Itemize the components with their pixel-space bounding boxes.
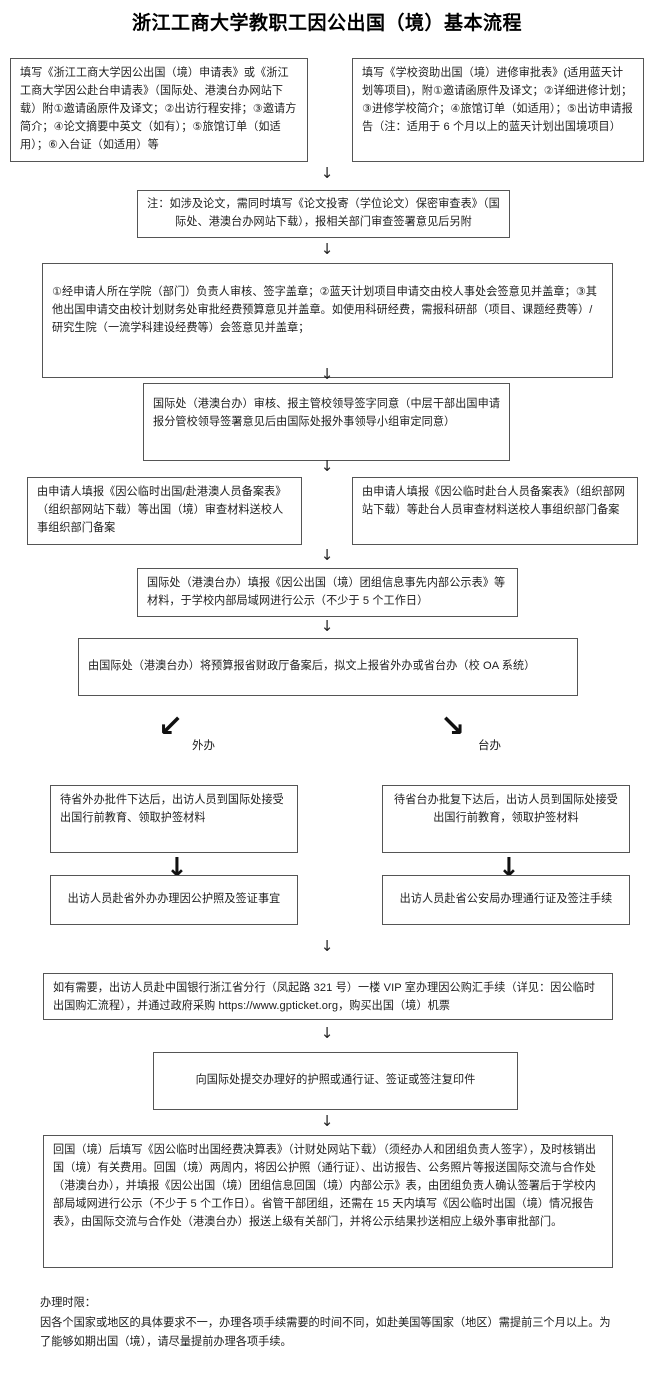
node-intl-office-review: 国际处（港澳台办）审核、报主管校领导签字同意（中层干部出国申请报分管校领导签署意…: [143, 383, 510, 461]
arrow-branch-taiban: ↘: [440, 709, 466, 744]
node-waiban-passport-text: 出访人员赴省外办办理因公护照及签证事宜: [67, 893, 281, 906]
arrow-branch-waiban: ↙: [158, 709, 184, 744]
arrow-to-post-return: ↓: [320, 1112, 334, 1130]
node-waiban-approval: 待省外办批件下达后，出访人员到国际处接受出国行前教育、领取护签材料: [50, 785, 298, 853]
arrow-to-thesis-note: ↓: [320, 164, 334, 182]
branch-label-taiban: 台办: [478, 740, 501, 752]
node-waiban-approval-text: 待省外办批件下达后，出访人员到国际处接受出国行前教育、领取护签材料: [60, 794, 284, 824]
node-thesis-note-text: 注：如涉及论文，需同时填写《论文投寄（学位论文）保密审查表》（国际处、港澳台办网…: [147, 198, 500, 228]
node-thesis-note: 注：如涉及论文，需同时填写《论文投寄（学位论文）保密审查表》（国际处、港澳台办网…: [137, 190, 510, 238]
node-college-review-text: ①经申请人所在学院（部门）负责人审核、签字盖章；②蓝天计划项目申请交由校人事处会…: [52, 286, 598, 334]
node-apply-form-funded: 填写《学校资助出国（境）进修审批表》(适用蓝天计划等项目)，附①邀请函原件及译文…: [352, 58, 644, 162]
node-taiban-permit-text: 出访人员赴省公安局办理通行证及签注手续: [399, 893, 613, 906]
node-waiban-passport: 出访人员赴省外办办理因公护照及签证事宜: [50, 875, 298, 925]
node-college-review: ①经申请人所在学院（部门）负责人审核、签字盖章；②蓝天计划项目申请交由校人事处会…: [42, 263, 613, 378]
node-apply-form-general: 填写《浙江工商大学因公出国（境）申请表》或《浙江工商大学因公赴台申请表》（国际处…: [10, 58, 308, 162]
arrow-to-internal-publicity: ↓: [320, 546, 334, 564]
footer-body: 因各个国家或地区的具体要求不一，办理各项手续需要的时间不同，如赴美国等国家（地区…: [40, 1316, 611, 1349]
footer-note: 办理时限： 因各个国家或地区的具体要求不一，办理各项手续需要的时间不同，如赴美国…: [40, 1294, 620, 1353]
node-record-hk-macau-text: 由申请人填报《因公临时出国/赴港澳人员备案表》（组织部网站下载）等出国（境）审查…: [37, 486, 287, 534]
node-taiban-approval-text: 待省台办批复下达后，出访人员到国际处接受出国行前教育，领取护签材料: [394, 794, 618, 824]
node-record-hk-macau: 由申请人填报《因公临时出国/赴港澳人员备案表》（组织部网站下载）等出国（境）审查…: [27, 477, 302, 545]
branch-label-waiban: 外办: [192, 740, 215, 752]
arrow-to-intl-office-review: ↓: [320, 365, 334, 383]
node-record-taiwan-text: 由申请人填报《因公临时赴台人员备案表》（组织部网站下载）等赴台人员审查材料送校人…: [362, 486, 626, 516]
node-apply-form-general-text: 填写《浙江工商大学因公出国（境）申请表》或《浙江工商大学因公赴台申请表》（国际处…: [20, 67, 297, 151]
node-budget-report-text: 由国际处（港澳台办）将预算报省财政厅备案后，拟文上报省外办或省台办（校 OA 系…: [88, 660, 536, 673]
node-apply-form-funded-text: 填写《学校资助出国（境）进修审批表》(适用蓝天计划等项目)，附①邀请函原件及译文…: [362, 67, 633, 133]
node-submit-copies: 向国际处提交办理好的护照或通行证、签证或签注复印件: [153, 1052, 518, 1110]
node-submit-copies-text: 向国际处提交办理好的护照或通行证、签证或签注复印件: [195, 1074, 476, 1087]
node-post-return: 回国（境）后填写《因公临时出国经费决算表》（计财处网站下载）（须经办人和团组负责…: [43, 1135, 613, 1268]
node-taiban-permit: 出访人员赴省公安局办理通行证及签注手续: [382, 875, 630, 925]
arrow-to-submit-copies: ↓: [320, 1024, 334, 1042]
arrow-to-records: ↓: [320, 457, 334, 475]
node-forex-ticket-text: 如有需要，出访人员赴中国银行浙江省分行（凤起路 321 号）一楼 VIP 室办理…: [53, 982, 596, 1012]
node-internal-publicity-text: 国际处（港澳台办）填报《因公出国（境）团组信息事先内部公示表》等材料，于学校内部…: [147, 577, 506, 607]
arrow-to-college-review: ↓: [320, 240, 334, 258]
node-forex-ticket: 如有需要，出访人员赴中国银行浙江省分行（凤起路 321 号）一楼 VIP 室办理…: [43, 973, 613, 1020]
node-intl-office-review-text: 国际处（港澳台办）审核、报主管校领导签字同意（中层干部出国申请报分管校领导签署意…: [153, 398, 501, 428]
node-post-return-text: 回国（境）后填写《因公临时出国经费决算表》（计财处网站下载）（须经办人和团组负责…: [53, 1144, 597, 1228]
node-budget-report: 由国际处（港澳台办）将预算报省财政厅备案后，拟文上报省外办或省台办（校 OA 系…: [78, 638, 578, 696]
node-internal-publicity: 国际处（港澳台办）填报《因公出国（境）团组信息事先内部公示表》等材料，于学校内部…: [137, 568, 518, 617]
footer-heading: 办理时限：: [40, 1297, 96, 1309]
page-title: 浙江工商大学教职工因公出国（境）基本流程: [131, 13, 522, 34]
arrow-to-budget-report: ↓: [320, 617, 334, 635]
node-taiban-approval: 待省台办批复下达后，出访人员到国际处接受出国行前教育，领取护签材料: [382, 785, 630, 853]
arrow-to-forex-ticket: ↓: [320, 937, 334, 955]
node-record-taiwan: 由申请人填报《因公临时赴台人员备案表》（组织部网站下载）等赴台人员审查材料送校人…: [352, 477, 638, 545]
